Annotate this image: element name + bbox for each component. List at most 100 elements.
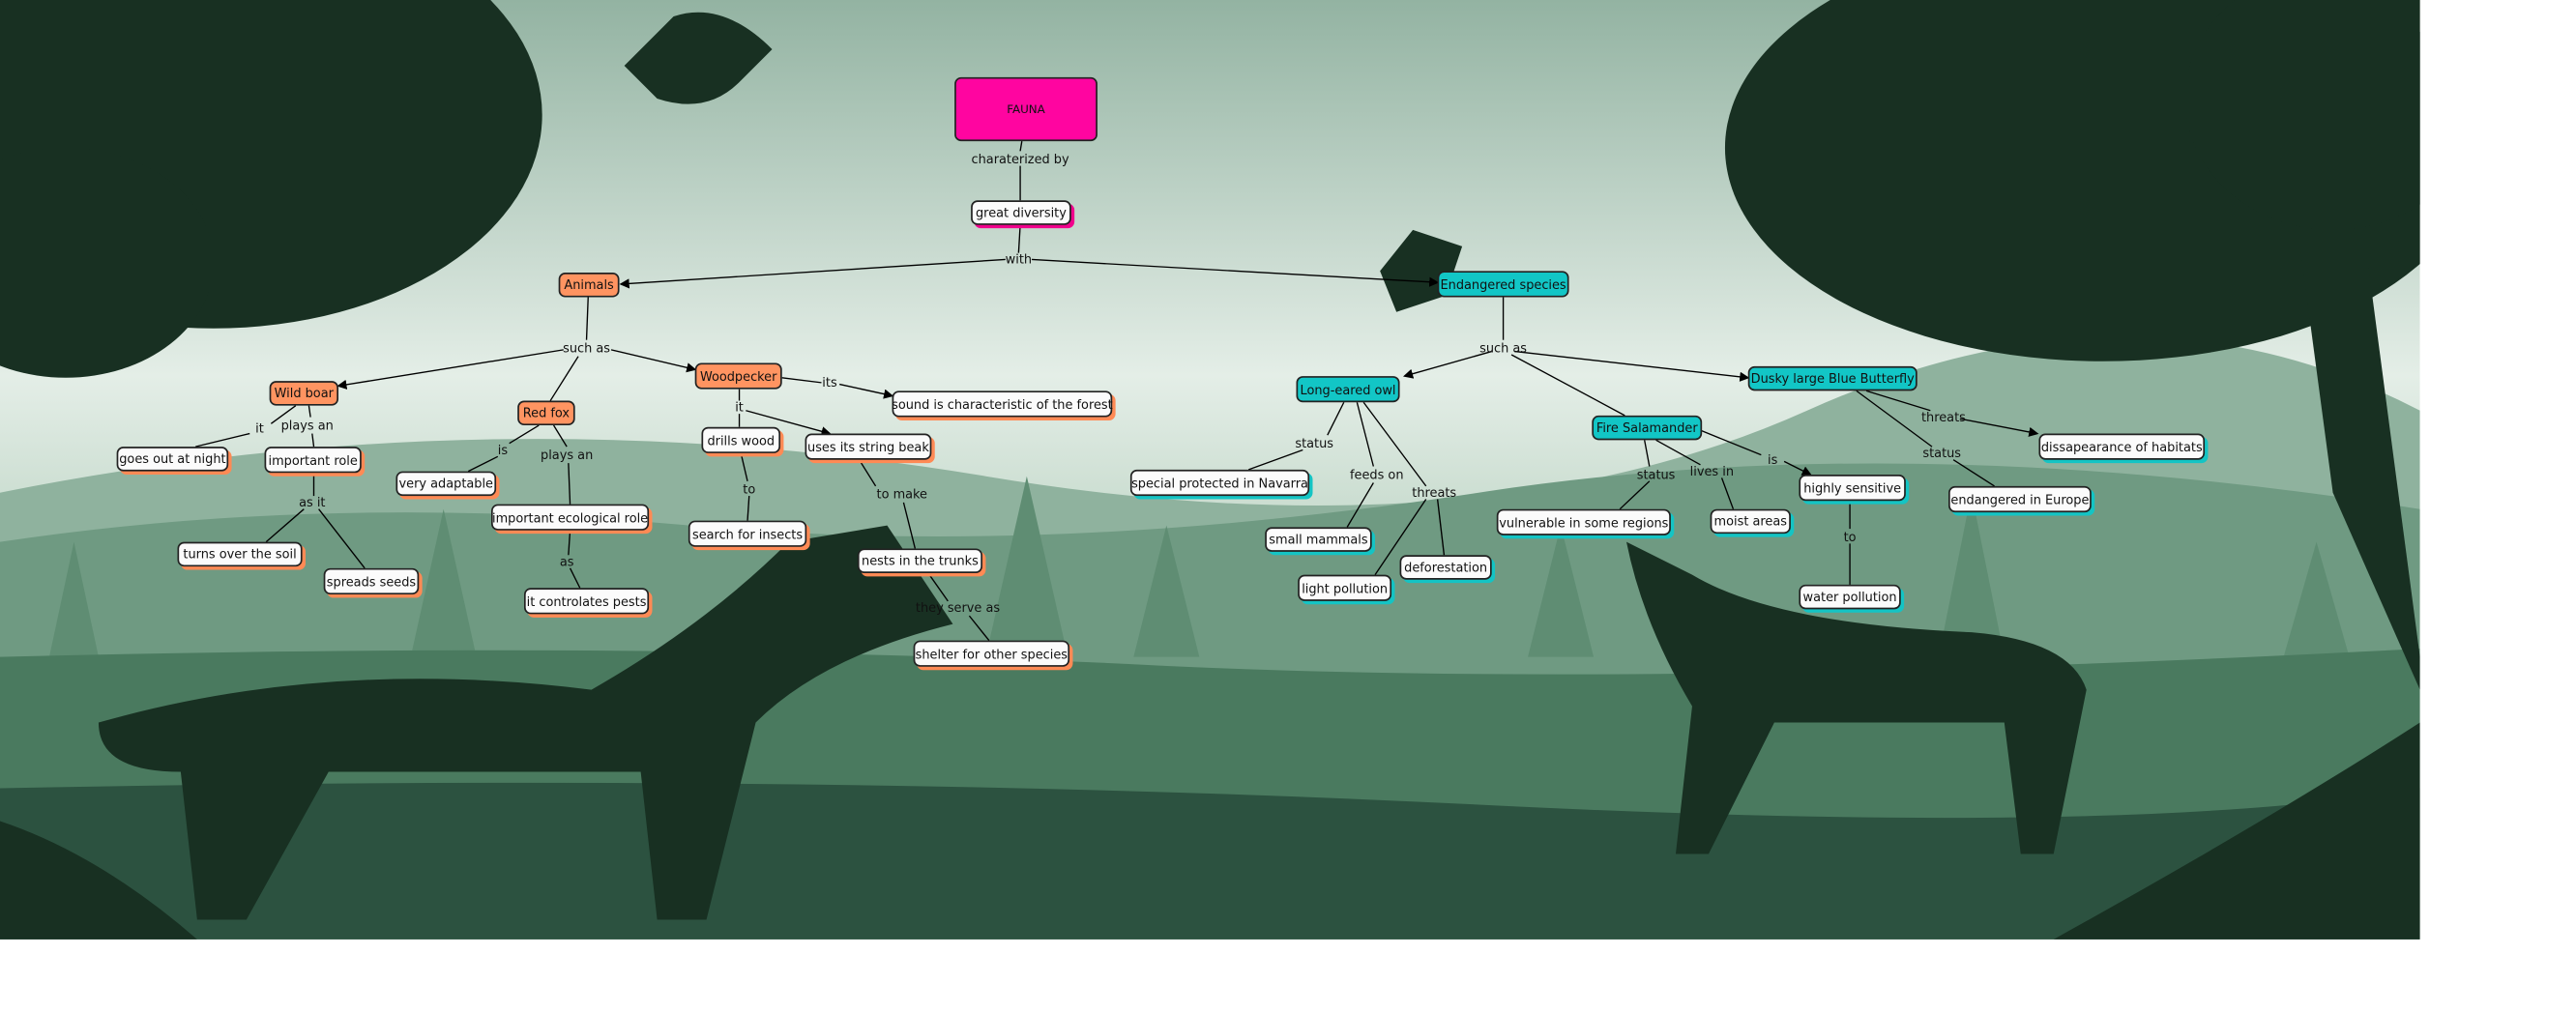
link-to-make[interactable]: to make [876, 486, 927, 503]
link-to-search[interactable]: to [743, 481, 756, 497]
link-lives-in[interactable]: lives in [1689, 463, 1735, 479]
concept-red-fox[interactable]: Red fox [517, 400, 575, 426]
concept-highly-sensitive[interactable]: highly sensitive [1799, 475, 1906, 502]
concept-water-pollution[interactable]: water pollution [1799, 584, 1901, 610]
link-fox-is[interactable]: is [497, 442, 509, 458]
connection-line [195, 432, 250, 448]
concept-goes-out[interactable]: goes out at night [116, 447, 229, 472]
concept-shelter[interactable]: shelter for other species [913, 640, 1070, 667]
link-wild-boar-plays-an[interactable]: plays an [280, 418, 334, 433]
link-owl-status[interactable]: status [1295, 436, 1334, 451]
connection-line [1720, 477, 1735, 509]
concept-controlates[interactable]: it controlates pests [523, 588, 650, 615]
concept-drills-wood[interactable]: drills wood [701, 426, 781, 453]
connection-arrow [610, 349, 697, 373]
concept-animals[interactable]: Animals [558, 273, 620, 298]
connection-line [1346, 482, 1374, 528]
connection-line [781, 377, 822, 384]
concept-dissapearance[interactable]: dissapearance of habitats [2038, 433, 2206, 460]
concept-long-eared-owl[interactable]: Long-eared owl [1296, 376, 1400, 403]
connection-line [318, 508, 366, 569]
concept-vulnerable[interactable]: vulnerable in some regions [1496, 508, 1671, 535]
concept-deforestation[interactable]: deforestation [1399, 555, 1492, 580]
link-as-it[interactable]: as it [299, 495, 326, 510]
connection-line [1362, 401, 1427, 487]
connection-line [1952, 459, 1995, 487]
concept-small-mammals[interactable]: small mammals [1265, 527, 1372, 552]
connection-arrow [839, 383, 894, 399]
link-charaterized-by[interactable]: charaterized by [971, 152, 1069, 167]
concept-great-diversity[interactable]: great diversity [971, 200, 1071, 225]
connection-line [307, 405, 311, 418]
connection-line [509, 424, 540, 445]
connection-line [569, 567, 581, 589]
connection-arrow [746, 410, 832, 437]
link-woodpecker-it[interactable]: it [735, 399, 744, 415]
concept-important-eco[interactable]: important ecological role [491, 504, 650, 531]
concept-string-beak[interactable]: uses its string beak [805, 433, 932, 460]
link-feeds-on[interactable]: feeds on [1350, 467, 1404, 482]
concept-fauna[interactable]: FAUNA [954, 76, 1098, 142]
concept-turns-soil[interactable]: turns over the soil [177, 541, 303, 567]
concept-nests[interactable]: nests in the trunks [857, 548, 983, 573]
connection-line [265, 508, 305, 543]
concept-woodpecker[interactable]: Woodpecker [694, 362, 782, 390]
link-wild-boar-it[interactable]: it [255, 420, 264, 437]
concept-sound[interactable]: sound is characteristic of the forest [892, 390, 1113, 418]
concept-wild-boar[interactable]: Wild boar [269, 381, 338, 406]
connection-arrow [337, 349, 564, 390]
connection-line [740, 452, 748, 481]
connection-line [1510, 354, 1625, 417]
connection-line [1327, 401, 1345, 436]
link-they-serve-as[interactable]: they serve as [915, 599, 1001, 616]
forest-background [0, 0, 2420, 940]
connection-arrow [1783, 460, 1812, 476]
connection-arrow [1514, 350, 1750, 382]
link-its[interactable]: its [822, 375, 837, 390]
connection-line [1356, 402, 1375, 467]
link-owl-threats[interactable]: threats [1412, 485, 1457, 501]
connection-line [746, 496, 750, 521]
connection-arrow [1403, 350, 1492, 379]
concept-important-role[interactable]: important role [264, 447, 362, 474]
connection-line [1248, 448, 1303, 471]
link-with[interactable]: with [1005, 251, 1033, 268]
concept-very-adaptable[interactable]: very adaptable [395, 471, 497, 497]
concept-light-pollution[interactable]: light pollution [1298, 574, 1392, 601]
connection-line [927, 572, 949, 602]
connection-arrow [1031, 258, 1440, 287]
concept-butterfly[interactable]: Dusky large Blue Butterfly [1747, 365, 1917, 391]
concept-endangered-species[interactable]: Endangered species [1437, 271, 1569, 298]
concept-fire-salamander[interactable]: Fire Salamander [1592, 415, 1703, 441]
connection-line [552, 424, 568, 448]
link-as[interactable]: as [559, 554, 574, 569]
connection-line [568, 530, 571, 556]
connection-line [1436, 499, 1446, 556]
link-salamander-is[interactable]: is [1768, 452, 1778, 468]
connection-line [1374, 499, 1427, 576]
link-salamander-status[interactable]: status [1636, 467, 1676, 482]
link-butterfly-threats[interactable]: threats [1920, 409, 1966, 425]
concept-navarra[interactable]: special protected in Navarra [1129, 469, 1310, 497]
connection-line [467, 455, 499, 473]
connection-line [1017, 224, 1021, 253]
link-fox-plays-an[interactable]: plays an [541, 447, 594, 463]
link-such-as-endangered[interactable]: such as [1479, 340, 1528, 356]
link-to-water[interactable]: to [1843, 529, 1857, 545]
link-butterfly-status[interactable]: status [1922, 446, 1962, 461]
connection-line [1700, 429, 1762, 456]
connection-line [270, 405, 297, 424]
link-such-as-animals[interactable]: such as [563, 340, 610, 356]
concept-spreads-seeds[interactable]: spreads seeds [323, 567, 420, 595]
concept-search-insects[interactable]: search for insects [688, 520, 807, 547]
connection-line [585, 297, 589, 340]
concept-moist-areas[interactable]: moist areas [1710, 508, 1791, 535]
concept-endangered-europe[interactable]: endangered in Europe [1948, 485, 2092, 513]
connection-line [1865, 390, 1931, 412]
connection-line [568, 463, 571, 505]
connection-line [1655, 439, 1701, 466]
connection-line [968, 615, 990, 642]
connection-line [1019, 141, 1023, 152]
